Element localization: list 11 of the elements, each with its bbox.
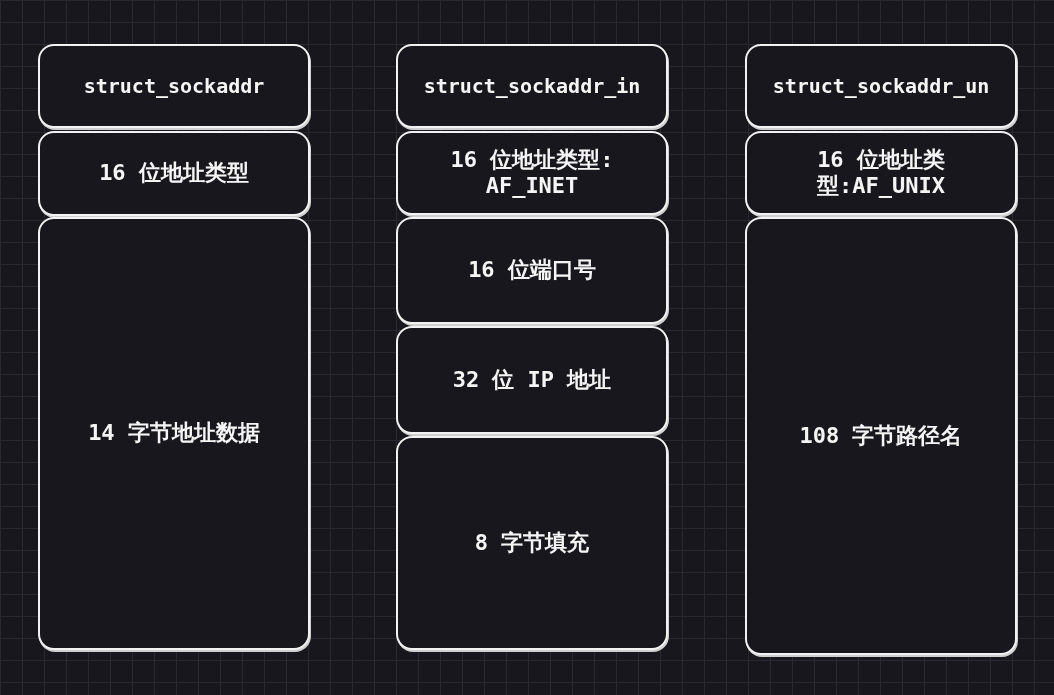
struct-name-box: struct_sockaddr_in [396, 44, 668, 128]
struct-name-box: struct_sockaddr_un [745, 44, 1017, 128]
field-box: 14 字节地址数据 [38, 217, 310, 650]
field-box: 16 位地址类型:AF_UNIX [745, 131, 1017, 215]
field-box: 32 位 IP 地址 [396, 326, 668, 434]
field-box: 8 字节填充 [396, 436, 668, 650]
field-box: 16 位端口号 [396, 217, 668, 324]
field-box: 108 字节路径名 [745, 217, 1017, 655]
field-box: 16 位地址类型 [38, 131, 310, 216]
struct-name-box: struct_sockaddr [38, 44, 310, 128]
field-box: 16 位地址类型: AF_INET [396, 131, 668, 215]
